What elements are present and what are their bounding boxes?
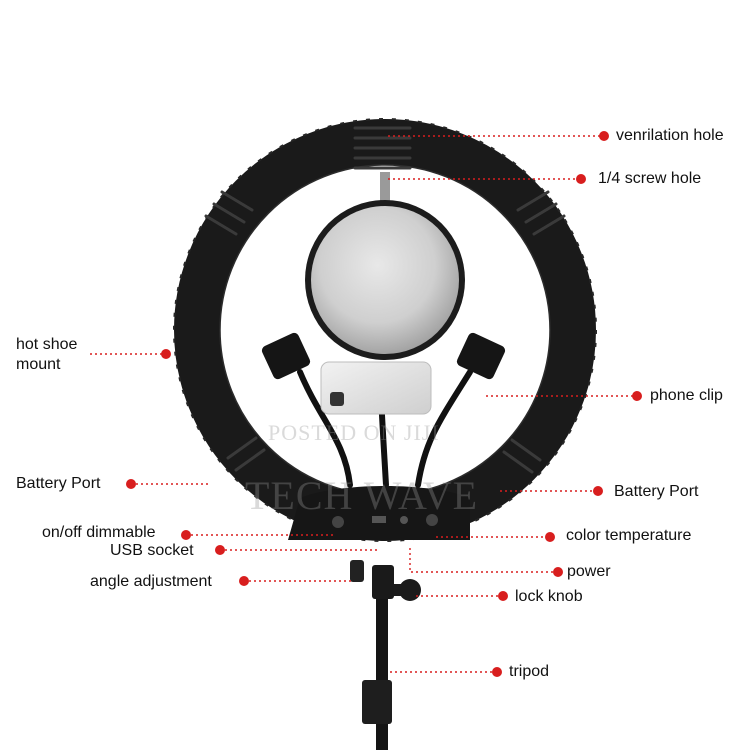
tripod [362,565,394,750]
label-hot-shoe: hot shoe [16,336,78,353]
mirror [305,172,465,360]
label-battery-port-left: Battery Port [16,475,101,492]
control-box [288,486,470,540]
phone [320,361,432,415]
label-battery-port-right: Battery Port [614,483,699,500]
leader-dots [126,131,642,677]
label-on-off-dimmable: on/off dimmable [42,524,156,541]
lock-knob [350,560,421,601]
label-ventilation-hole: venrilation hole [616,127,724,144]
label-angle-adjustment: angle adjustment [90,573,212,590]
label-color-temperature: color temperature [566,527,692,544]
label-power: power [567,563,611,580]
label-screw-hole: 1/4 screw hole [598,170,702,187]
leader-lines [90,135,637,673]
label-lock-knob: lock knob [515,588,583,605]
label-usb-socket: USB socket [110,542,194,559]
label-phone-clip: phone clip [650,387,723,404]
phone-clips [261,332,506,381]
label-tripod: tripod [509,663,550,680]
ventilation-slots [204,126,566,474]
label-hot-shoe-mount: mount [16,356,61,373]
watermark-brand: TECH WAVE [245,473,479,518]
watermark-posted: POSTED ON JIJI [268,420,440,445]
